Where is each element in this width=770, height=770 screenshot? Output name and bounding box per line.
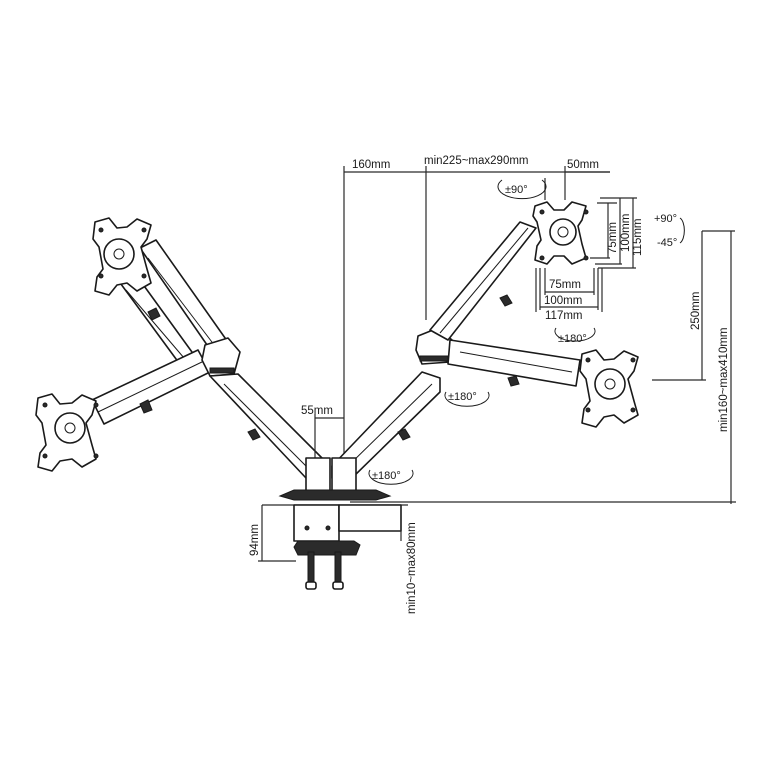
right-lower-arm (447, 339, 581, 387)
center-pole (305, 457, 357, 495)
base-plate (278, 489, 392, 501)
desk-clamp (262, 504, 408, 590)
left-lower-arm (91, 349, 211, 425)
pole-gap-label: 55mm (301, 405, 333, 417)
tilt-swivel-label: ±90° (505, 184, 528, 196)
top-dimension-lines (343, 166, 610, 500)
base-swivel-label: ±180° (372, 470, 401, 482)
clamp-height-dimension (258, 505, 296, 562)
right-lower-vesa-bracket (579, 349, 639, 428)
rotation-arrow-icon (554, 327, 596, 342)
desk-thickness-label: min10~max80mm (406, 522, 418, 614)
rotation-arrow-icon (444, 391, 490, 407)
arm-reach-label: min225~max290mm (424, 155, 529, 167)
elbow-swivel-label: ±180° (448, 391, 477, 403)
vesa-vertical-100-label: 100mm (620, 214, 632, 252)
right-upper-arm (429, 221, 537, 341)
tilt-arrow-icon (679, 217, 685, 244)
rotation-arrow-icon (368, 469, 414, 485)
vesa-vertical-75-label: 75mm (607, 222, 619, 254)
side-dimension-lines (350, 230, 736, 504)
tilt-up-label: +90° (654, 213, 677, 225)
vesa-vertical-115-label: 115mm (632, 219, 644, 257)
arm-height-label: 250mm (690, 292, 702, 330)
vesa-horizontal-100-label: 100mm (544, 295, 582, 307)
pole-gap-dimension (314, 414, 344, 462)
vesa-horizontal-117-label: 117mm (545, 310, 583, 322)
vesa-horizontal-75-label: 75mm (549, 279, 581, 291)
tilt-down-label: -45° (657, 237, 677, 249)
right-upper-vesa-bracket (532, 201, 589, 265)
bracket-swivel-label: ±180° (558, 333, 587, 345)
total-height-label: min160~max410mm (718, 327, 730, 432)
vesa-dimension-lines (535, 197, 637, 312)
left-lower-vesa-bracket (35, 393, 99, 472)
rotation-arrow-icon (497, 179, 547, 200)
left-elbow-joint (201, 337, 241, 377)
pole-offset-label: 160mm (352, 159, 390, 171)
left-upper-vesa-bracket (92, 217, 152, 296)
bracket-offset-label: 50mm (567, 159, 599, 171)
clamp-height-label: 94mm (249, 524, 261, 556)
